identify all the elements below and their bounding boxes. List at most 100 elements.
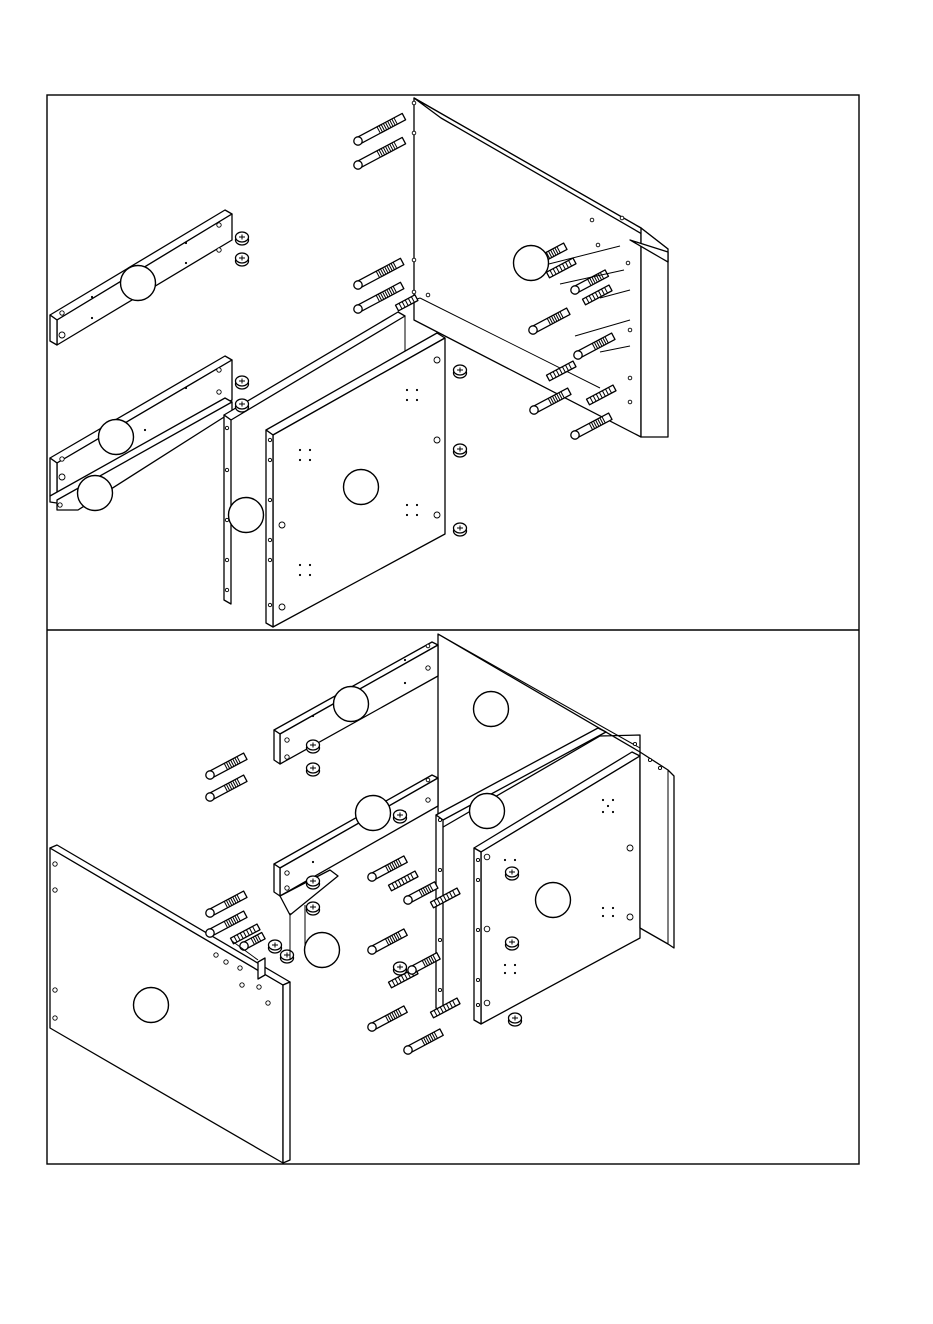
drill-hole (476, 1003, 479, 1006)
drill-hole (596, 243, 600, 247)
cam-lock (454, 444, 467, 457)
dowel-pin (388, 871, 417, 891)
pin-hole (404, 682, 406, 684)
cam-lock (307, 740, 320, 753)
drill-hole (476, 928, 479, 931)
part-callout-circle (344, 470, 379, 505)
drill-hole (438, 988, 441, 991)
drill-hole (627, 914, 633, 920)
pin-hole (406, 504, 408, 506)
drill-hole (620, 216, 624, 220)
pin-hole (312, 861, 314, 863)
cam-bolt (368, 856, 407, 881)
side-panel-left (50, 845, 290, 1163)
cam-lock (506, 867, 519, 880)
cam-lock (454, 523, 467, 536)
drill-hole (225, 558, 228, 561)
cam-lock (236, 399, 249, 412)
drill-hole (627, 845, 633, 851)
cam-lock (307, 763, 320, 776)
drill-hole (279, 604, 285, 610)
pin-hole (404, 659, 406, 661)
drill-hole (60, 311, 64, 315)
part-callout-circle (474, 692, 509, 727)
pin-hole (416, 504, 418, 506)
drill-hole (285, 755, 289, 759)
cam-bolt (571, 413, 612, 439)
drill-hole (60, 457, 64, 461)
drill-hole (658, 766, 661, 769)
drill-hole (476, 858, 479, 861)
pin-hole (514, 859, 516, 861)
drill-hole (285, 738, 289, 742)
drill-hole (626, 261, 630, 265)
part-callout-circle (229, 498, 264, 533)
cam-lock (454, 365, 467, 378)
part-callout-circle (99, 420, 134, 455)
part-callout-circle (334, 687, 369, 722)
drill-hole (412, 258, 416, 262)
part-callout-circle (121, 266, 156, 301)
drill-hole (268, 458, 271, 461)
drill-hole (217, 223, 221, 227)
part-callout-circle (305, 933, 340, 968)
pin-hole (416, 389, 418, 391)
drill-hole (279, 522, 285, 528)
drill-hole (217, 390, 221, 394)
pin-hole (91, 296, 93, 298)
drill-hole (225, 468, 228, 471)
drill-hole (628, 400, 632, 404)
pin-hole (406, 399, 408, 401)
pin-hole (312, 715, 314, 717)
pin-hole (504, 859, 506, 861)
drill-hole (434, 357, 440, 363)
drill-hole (648, 758, 651, 761)
drill-hole (426, 778, 430, 782)
drill-hole (628, 376, 632, 380)
pin-hole (299, 449, 301, 451)
drill-hole (217, 248, 221, 252)
pin-hole (144, 429, 146, 431)
pin-hole (406, 389, 408, 391)
drill-hole (285, 871, 289, 875)
drill-hole (268, 558, 271, 561)
drill-hole (238, 966, 242, 970)
drill-hole (240, 983, 244, 987)
step-2-panel (50, 634, 674, 1163)
pin-hole (185, 387, 187, 389)
pin-hole (612, 799, 614, 801)
cam-bolt (368, 929, 407, 954)
pin-hole (504, 972, 506, 974)
pin-hole (612, 907, 614, 909)
cam-bolt (206, 753, 247, 779)
drill-hole (484, 926, 490, 932)
drill-hole (484, 1000, 490, 1006)
pin-hole (309, 574, 311, 576)
drill-hole (59, 332, 65, 338)
drill-hole (476, 878, 479, 881)
drill-hole (412, 131, 416, 135)
part-callout-circle (470, 794, 505, 829)
drill-hole (628, 328, 632, 332)
drill-hole (426, 293, 430, 297)
pin-hole (309, 449, 311, 451)
drill-hole (434, 512, 440, 518)
part-callout-circle (514, 246, 549, 281)
drill-hole (438, 868, 441, 871)
cam-lock (506, 937, 519, 950)
part-callout-circle (356, 796, 391, 831)
drill-hole (217, 368, 221, 372)
drill-hole (590, 218, 594, 222)
drill-hole (438, 938, 441, 941)
cam-bolt (404, 1029, 443, 1054)
drill-hole (633, 742, 636, 745)
cam-lock (236, 376, 249, 389)
pin-hole (91, 317, 93, 319)
drill-hole (285, 886, 289, 890)
drill-hole (268, 538, 271, 541)
drill-hole (412, 101, 416, 105)
drill-hole (412, 290, 416, 294)
cam-lock (236, 253, 249, 266)
part-callout-circle (536, 883, 571, 918)
dowel-pin (430, 998, 459, 1018)
